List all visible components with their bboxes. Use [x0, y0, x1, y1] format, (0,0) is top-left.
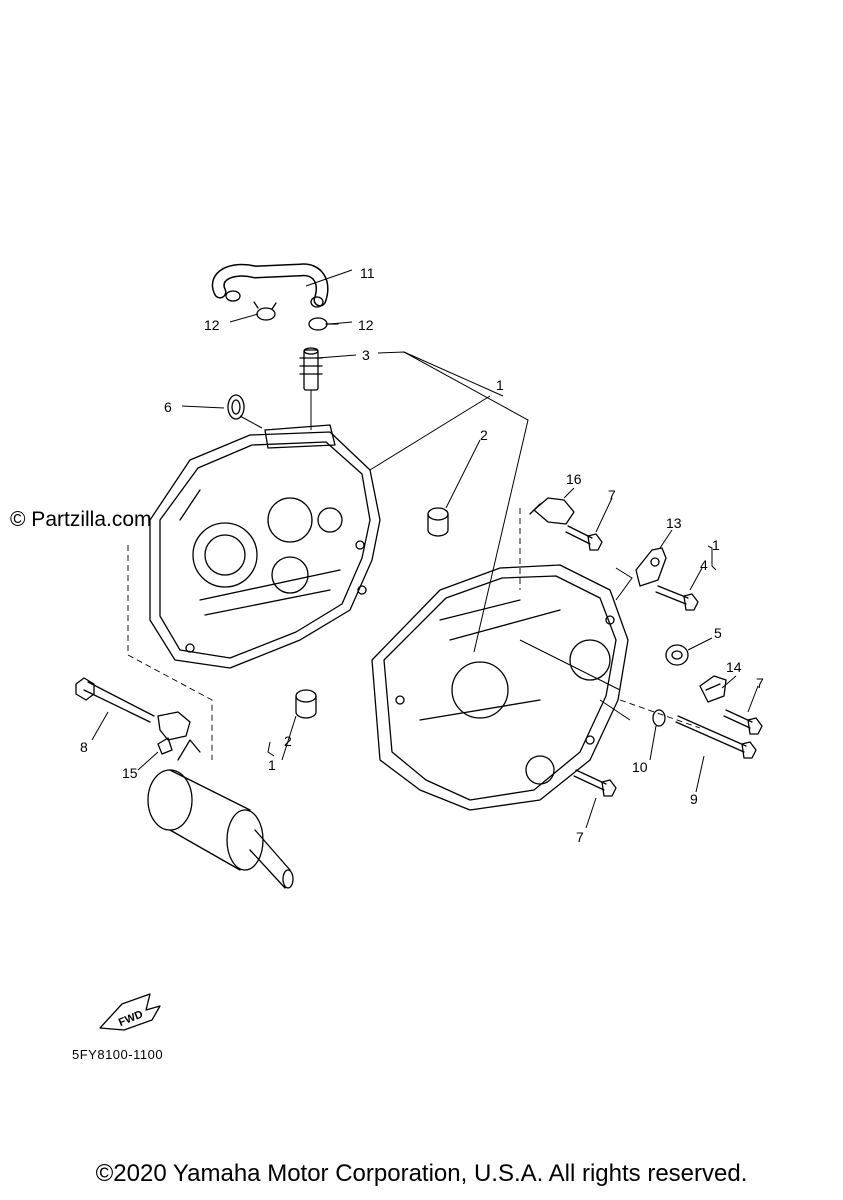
callout-13: 13 [666, 515, 682, 531]
callout-labels: 11 12 12 3 1 6 2 16 7 13 1 4 5 14 7 10 9… [80, 265, 764, 845]
pulser-14 [699, 675, 727, 703]
callout-7-top: 7 [608, 487, 616, 503]
bolt-7-right [723, 709, 763, 735]
callout-4: 4 [700, 557, 708, 573]
copyright-notice: ©2020 Yamaha Motor Corporation, U.S.A. A… [95, 1160, 748, 1187]
callout-1-top: 1 [496, 377, 504, 393]
gasket-10 [652, 709, 666, 727]
callout-11: 11 [360, 265, 375, 281]
fwd-arrow-icon [99, 993, 161, 1031]
hose-clip-left [253, 301, 277, 321]
callout-9: 9 [690, 791, 698, 807]
washer-5 [665, 644, 689, 666]
plate-13 [635, 547, 667, 587]
assembly-guides [127, 508, 701, 760]
callout-2-top: 2 [480, 427, 488, 443]
callout-15: 15 [122, 765, 138, 781]
callout-1-right: 1 [712, 537, 720, 553]
callout-12a: 12 [204, 317, 220, 333]
bolt-4 [655, 585, 699, 611]
dowel-pin-lower [295, 689, 317, 719]
leader-lines [91, 269, 759, 829]
bolt-9 [675, 715, 757, 759]
callout-1-bottom: 1 [268, 757, 276, 773]
callout-3: 3 [362, 347, 370, 363]
dowel-pin-upper [427, 507, 449, 537]
callout-6: 6 [164, 399, 172, 415]
fwd-label: FWD [117, 1008, 145, 1029]
watermark: © Partzilla.com [10, 508, 152, 531]
clamp-16 [529, 497, 575, 525]
breather-nipple [299, 347, 323, 391]
bolt-7-lower [573, 769, 617, 797]
part-code: 5FY8100-1100 [72, 1047, 164, 1062]
callout-14: 14 [726, 659, 742, 675]
breather-hose [211, 263, 329, 308]
callout-2-bottom: 2 [284, 733, 292, 749]
bolt-8 [75, 677, 155, 723]
callout-16: 16 [566, 471, 582, 487]
callout-7-bottom: 7 [576, 829, 584, 845]
callout-8: 8 [80, 739, 88, 755]
callout-12b: 12 [358, 317, 374, 333]
callout-5: 5 [714, 625, 722, 641]
bracket-15 [157, 711, 191, 755]
callout-7-right: 7 [756, 675, 764, 691]
bolt-7-upper [565, 525, 603, 551]
oil-seal [227, 394, 245, 420]
starter-motor [147, 739, 294, 889]
crankcase-left [149, 424, 381, 669]
callout-10: 10 [632, 759, 648, 775]
crankcase-right [371, 564, 629, 811]
